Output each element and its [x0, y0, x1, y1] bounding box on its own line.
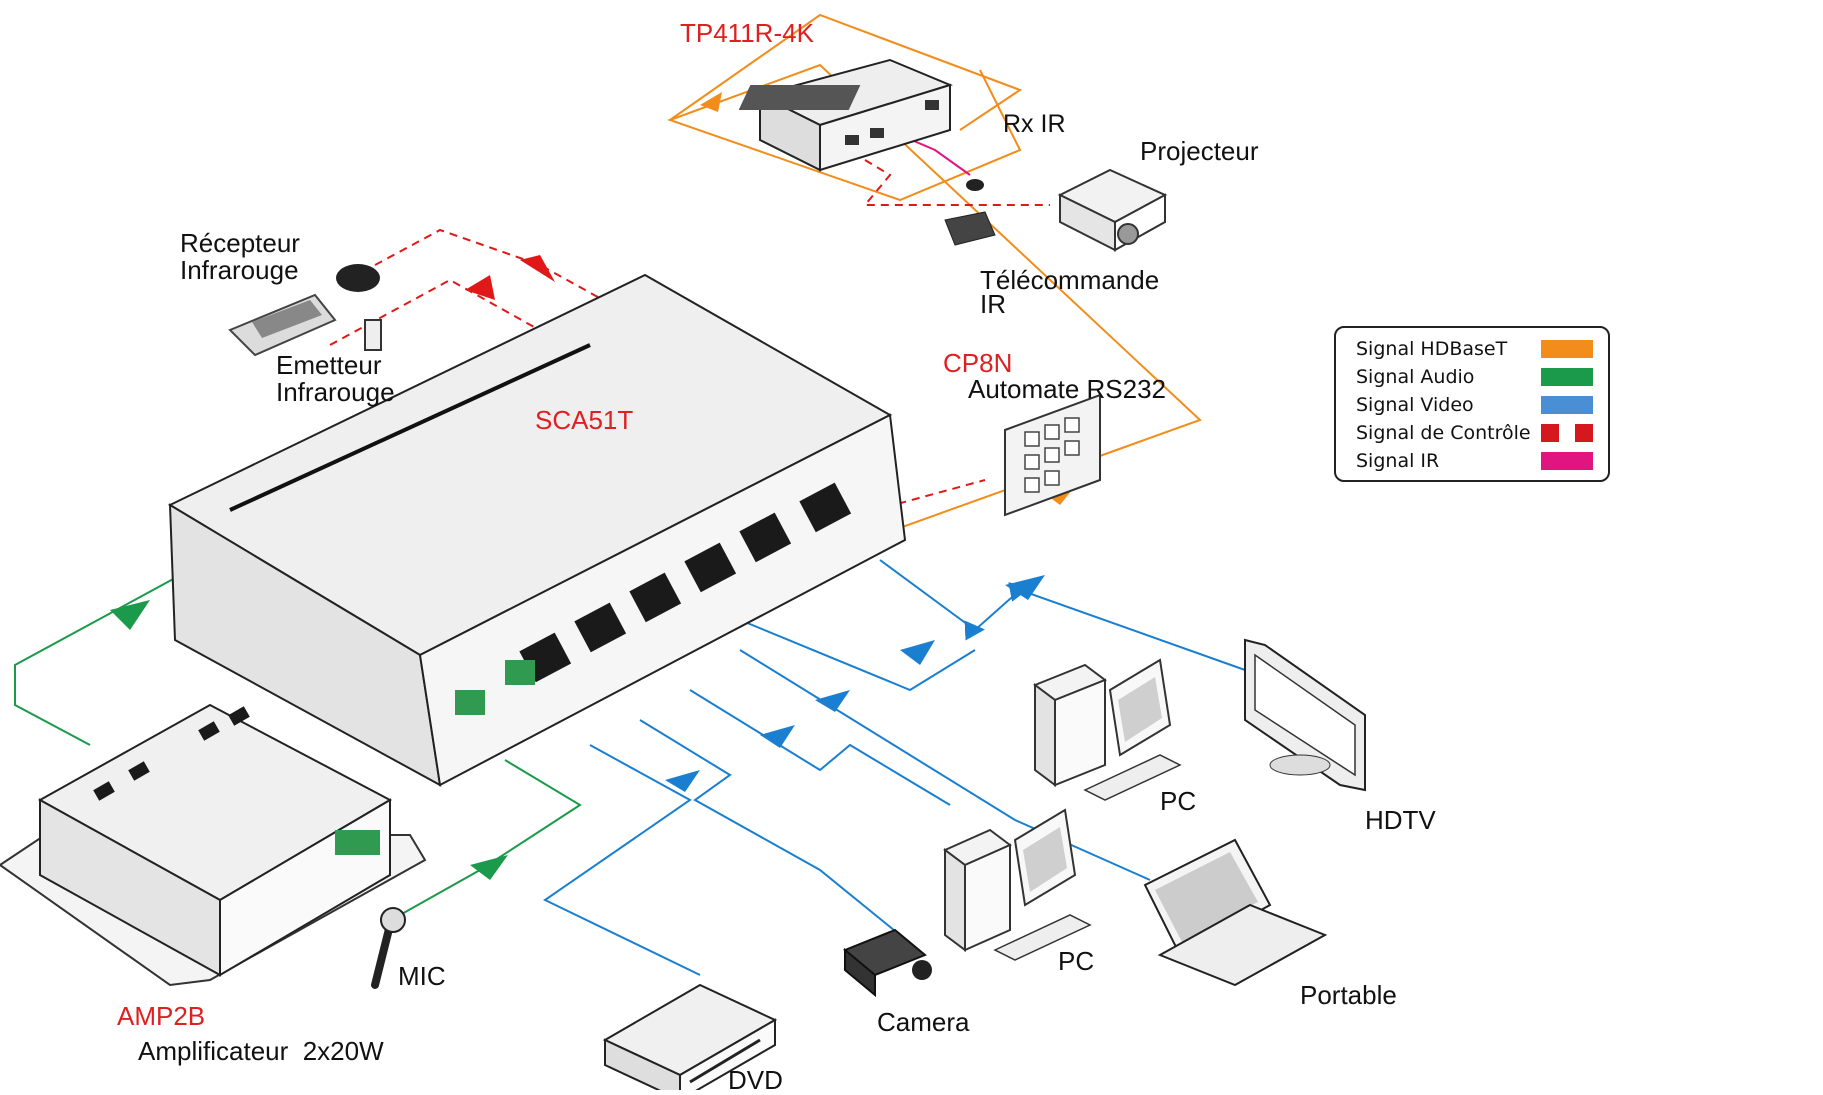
ir-remote [228, 293, 337, 357]
rx-ir-label: Rx IR [1003, 110, 1066, 138]
telecommande-label: Télécommande IR [980, 265, 1160, 319]
video-line-pc-top [739, 619, 976, 692]
amp2b-device [0, 703, 427, 987]
telecommande-line1: Télécommande [980, 265, 1160, 295]
ir-receiver-top [966, 179, 984, 191]
microphone [371, 907, 406, 989]
control-dashed-line-3 [862, 159, 1050, 206]
portable-label: Portable [1300, 980, 1397, 1010]
legend-row-video: Signal Video [1356, 394, 1474, 418]
audio-arrow-2 [470, 855, 508, 880]
tp411r-label: TP411R-4K [680, 18, 814, 48]
emetteur-label: Emetteur Infrarouge [276, 352, 395, 406]
legend-label-ir: Signal IR [1356, 450, 1440, 472]
video-arrow-1 [1005, 575, 1045, 600]
video-arrow-2 [900, 640, 935, 665]
ir-remote-top [944, 211, 996, 246]
emetteur-line2: Infrarouge [276, 377, 395, 407]
sca51t-device [167, 273, 907, 787]
dvd-device [602, 983, 778, 1090]
ir-receiver [336, 264, 380, 292]
dvd-label: DVD [728, 1065, 783, 1095]
legend-label-video: Signal Video [1356, 394, 1474, 416]
control-arrow-1 [520, 255, 555, 282]
legend-label-hdbaset: Signal HDBaseT [1356, 338, 1508, 360]
video-arrow-3 [815, 690, 850, 712]
signal-legend: Signal HDBaseT Signal Audio Signal Video… [1334, 326, 1610, 482]
sca51t-label: SCA51T [535, 405, 634, 435]
projecteur-label: Projecteur [1140, 136, 1259, 166]
pc-bottom-device [943, 808, 1092, 961]
legend-swatch-ir [1541, 452, 1593, 470]
hdbaset-arrow-2 [700, 92, 722, 112]
camera-device [843, 928, 932, 998]
emetteur-line1: Emetteur [276, 350, 382, 380]
video-line-dvd [543, 744, 701, 976]
legend-swatch-control [1541, 424, 1593, 442]
hdtv-device [1244, 638, 1366, 792]
recepteur-line2: Infrarouge [180, 255, 299, 285]
automate-label: Automate RS232 [968, 374, 1167, 404]
hdtv-label: HDTV [1365, 805, 1436, 835]
recepteur-label: Récepteur Infrarouge [180, 230, 300, 284]
pc-bottom-label: PC [1058, 946, 1095, 976]
legend-row-control: Signal de Contrôle [1356, 422, 1531, 446]
legend-swatch-video [1541, 396, 1593, 414]
tp411r-device [738, 58, 953, 172]
pc-top-label: PC [1160, 786, 1197, 816]
pc-top-device [1032, 658, 1182, 801]
legend-row-audio: Signal Audio [1356, 366, 1474, 390]
cp8n-label: CP8N [943, 348, 1013, 378]
video-line-camera [639, 719, 901, 936]
audio-arrow-1 [110, 600, 150, 630]
video-arrow-5 [665, 770, 700, 792]
legend-row-hdbaset: Signal HDBaseT [1356, 338, 1507, 362]
audio-line-2 [399, 759, 582, 916]
legend-label-control: Signal de Contrôle [1356, 422, 1531, 444]
video-line-pc-bottom [689, 689, 951, 806]
legend-swatch-audio [1541, 368, 1593, 386]
cp8n-panel [1004, 393, 1101, 517]
amplificateur-label: Amplificateur 2x20W [138, 1036, 384, 1066]
video-line-hdtv [879, 559, 1246, 671]
mic-label: MIC [398, 961, 446, 991]
legend-row-ir: Signal IR [1356, 450, 1439, 474]
amp2b-label: AMP2B [117, 1001, 206, 1031]
legend-swatch-hdbaset [1541, 340, 1593, 358]
hdbaset-line-2 [669, 13, 1023, 131]
legend-label-audio: Signal Audio [1356, 366, 1475, 388]
recepteur-line1: Récepteur [180, 228, 300, 258]
video-arrow-4 [760, 725, 795, 748]
control-arrow-2 [465, 275, 495, 300]
projector-device [1057, 168, 1168, 252]
laptop-device [1143, 838, 1328, 987]
camera-label: Camera [877, 1007, 970, 1037]
telecommande-line2: IR [980, 289, 1006, 319]
ir-emitter [364, 319, 382, 351]
